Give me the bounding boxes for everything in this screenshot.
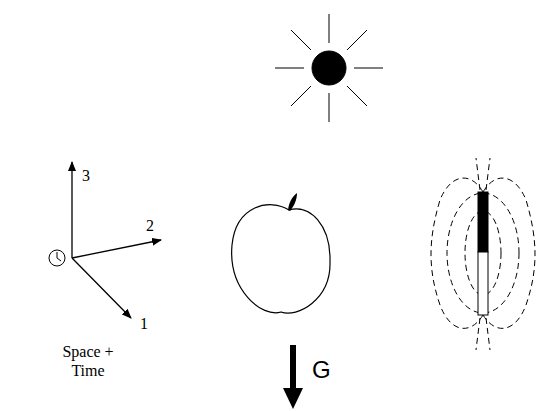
magnet-field: [431, 158, 535, 350]
coordinate-axes: [72, 162, 161, 318]
axis-label: 1: [140, 314, 148, 333]
sun: [275, 14, 383, 122]
axis-label: 2: [146, 216, 154, 235]
bar-magnet: [478, 192, 488, 315]
clock-icon: [49, 250, 65, 266]
gravity-arrow: [283, 345, 303, 409]
force-label: G: [312, 356, 331, 385]
axis-label: 3: [82, 166, 90, 185]
apple: [232, 193, 330, 313]
caption-text: Space + Time: [61, 342, 115, 380]
